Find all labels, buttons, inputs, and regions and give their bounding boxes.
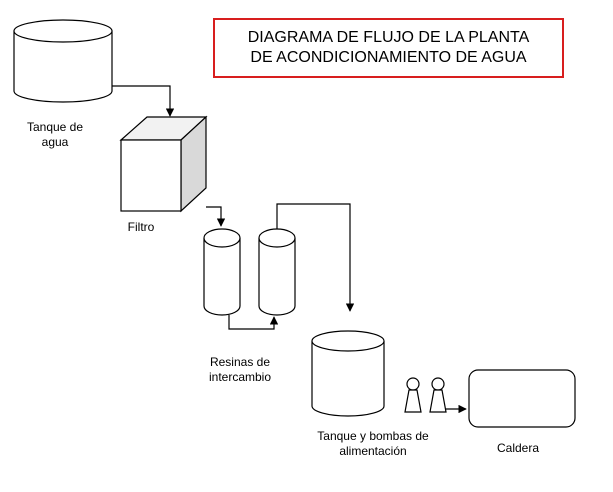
resin-column-1-shape <box>203 228 241 316</box>
resins-label: Resinas de intercambio <box>208 355 272 384</box>
boiler-label: Caldera <box>496 441 540 455</box>
flow-arrow-filter-to-resin <box>206 206 226 227</box>
title-line-2: DE ACONDICIONAMIENTO DE AGUA <box>250 49 527 66</box>
pump-1-shape <box>404 377 422 413</box>
pump-2-shape <box>429 377 447 413</box>
flow-arrow-tank-to-filter <box>112 85 175 117</box>
resin-column-2-shape <box>258 228 296 316</box>
water-tank-shape <box>13 19 113 103</box>
water-tank-label: Tanque de agua <box>26 120 84 149</box>
feed-tank-label: Tanque y bombas de alimentación <box>317 429 429 458</box>
feed-tank-shape <box>311 330 385 417</box>
title-line-1: DIAGRAMA DE FLUJO DE LA PLANTA <box>247 29 530 46</box>
boiler-shape <box>468 369 576 428</box>
filter-shape <box>119 115 208 213</box>
diagram-title: DIAGRAMA DE FLUJO DE LA PLANTA DE ACONDI… <box>213 18 564 78</box>
flow-arrow-resin-to-feed-tank <box>276 203 355 312</box>
filter-label: Filtro <box>127 220 155 234</box>
flow-arrow-resin-to-resin <box>228 315 279 330</box>
